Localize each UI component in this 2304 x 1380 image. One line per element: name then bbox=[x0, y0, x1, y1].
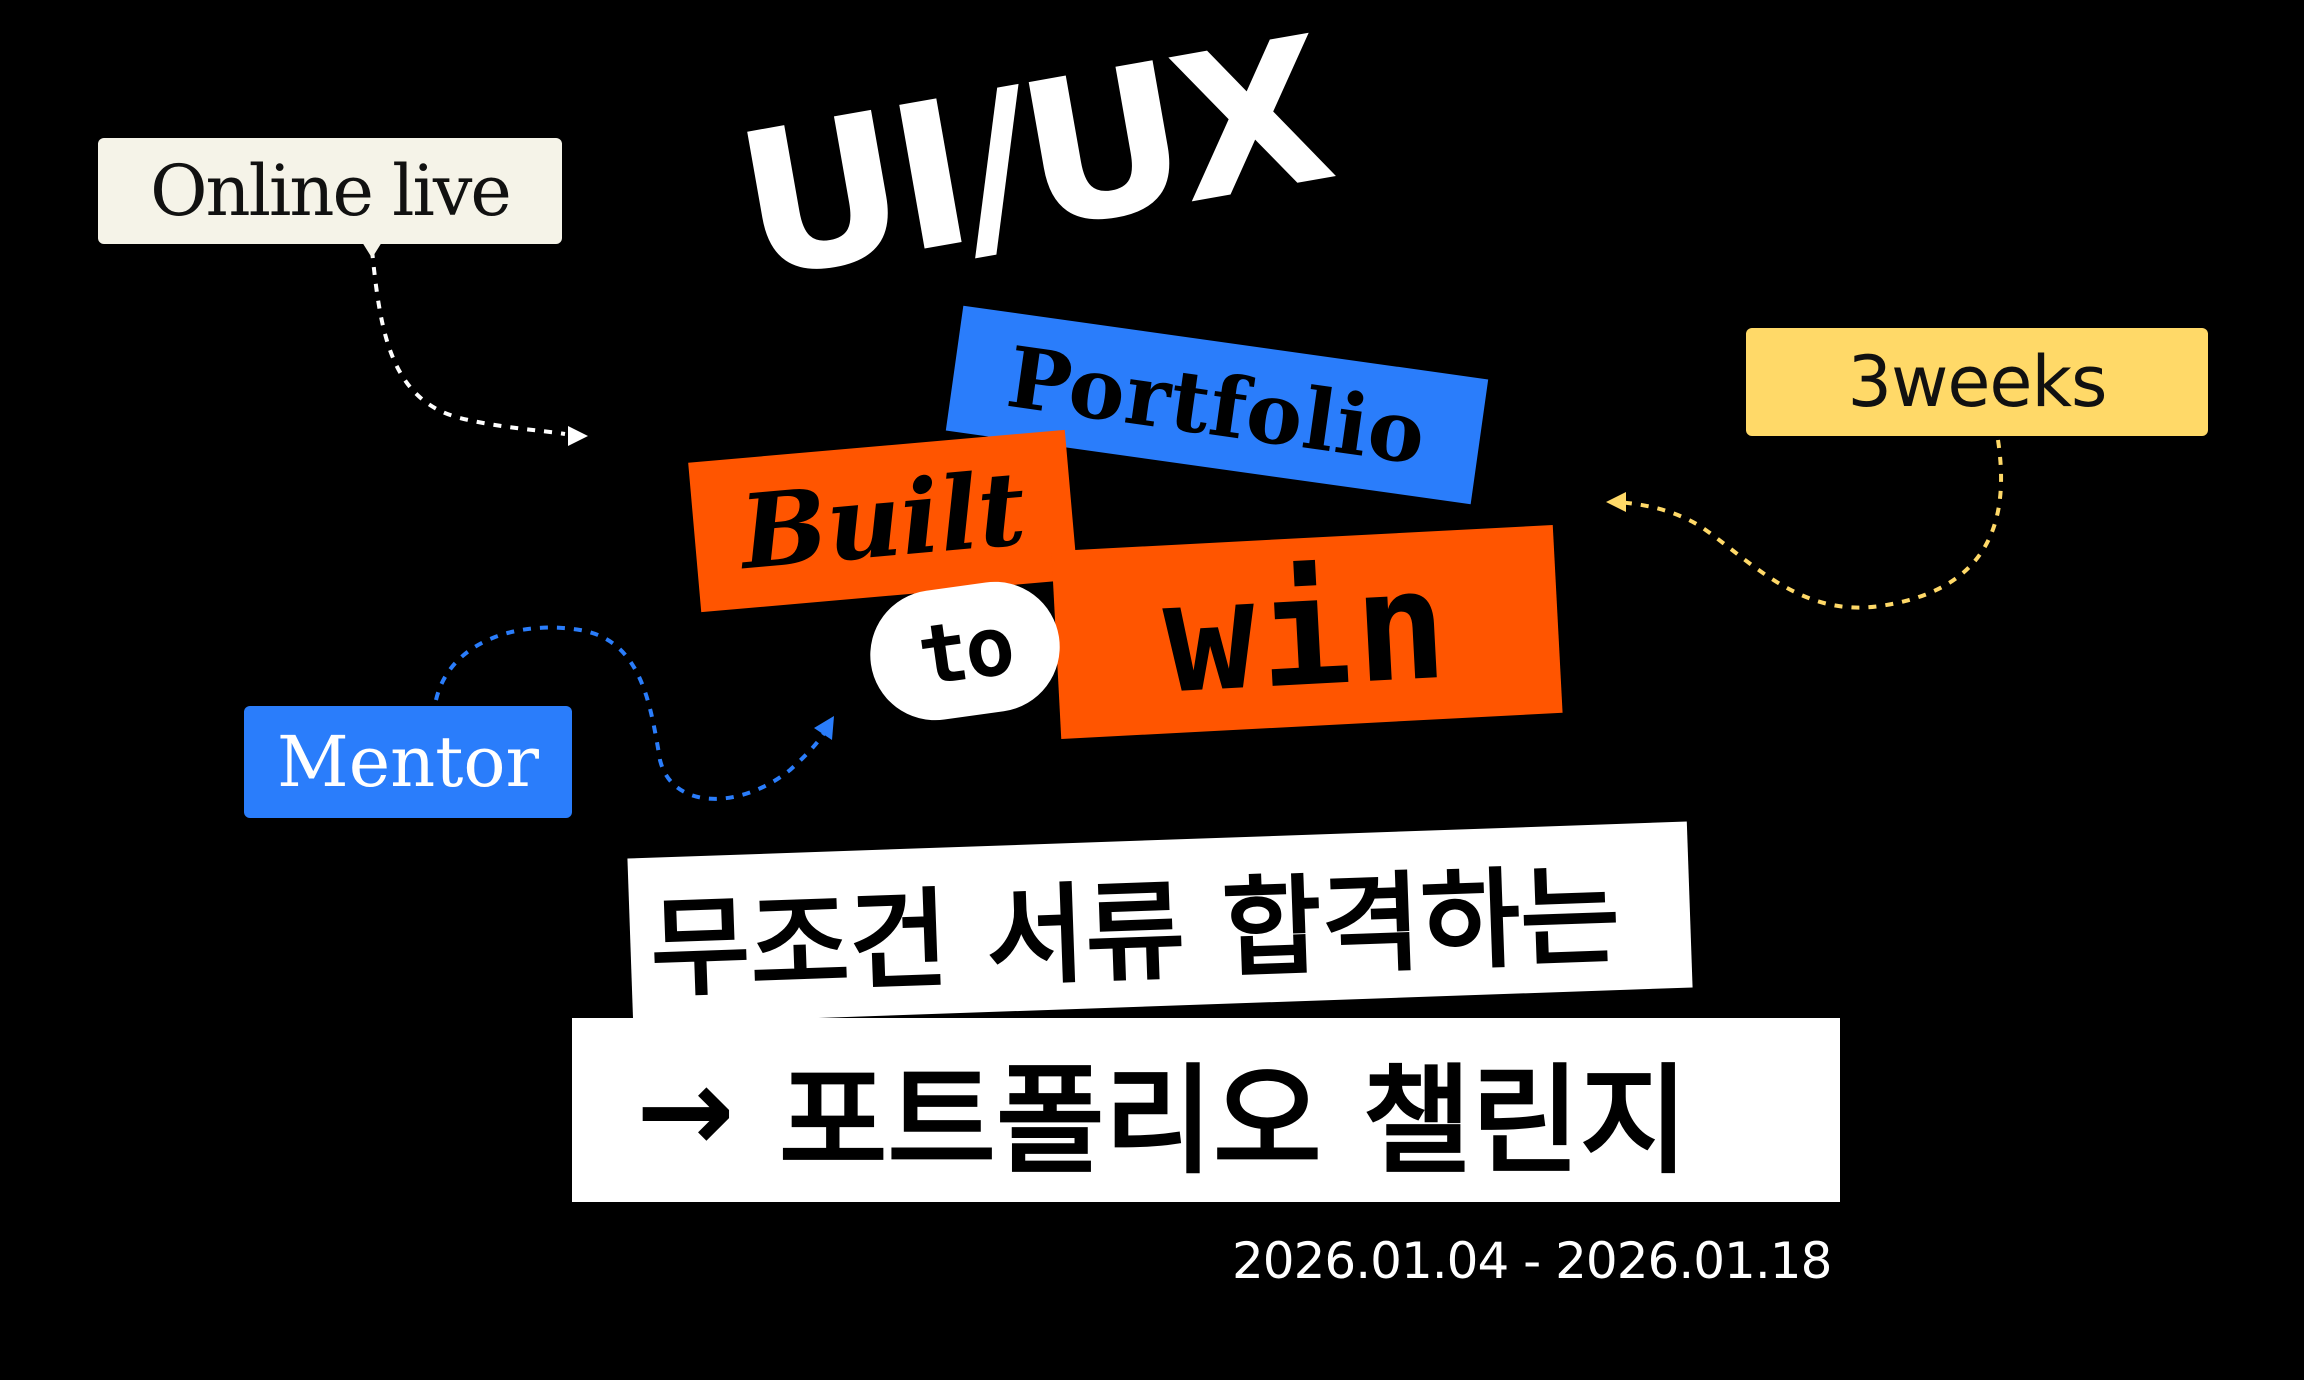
date-range: 2026.01.04 - 2026.01.18 bbox=[1232, 1232, 1832, 1290]
mentor-connector-line bbox=[434, 625, 828, 801]
weeks-connector-arrowhead bbox=[1606, 492, 1626, 512]
mentor-connector-arrowhead bbox=[814, 716, 834, 740]
online-connector-line bbox=[370, 249, 566, 436]
win-label: win bbox=[1159, 535, 1455, 728]
korean-headline-line2-text: 포트폴리오 챌린지 bbox=[778, 1051, 1689, 1190]
three-weeks-tag: 3weeks bbox=[1746, 328, 2208, 436]
online-connector-arrowhead bbox=[568, 426, 588, 446]
online-tail-pointer bbox=[362, 242, 382, 258]
weeks-connector-line bbox=[1617, 439, 2004, 610]
to-label: to bbox=[912, 597, 1018, 705]
arrow-right-icon: → bbox=[636, 1041, 735, 1179]
win-label-box: win bbox=[1051, 524, 1563, 740]
built-label: Built bbox=[735, 448, 1031, 594]
mentor-tag: Mentor bbox=[244, 706, 572, 818]
online-live-tag: Online live bbox=[98, 138, 562, 244]
korean-headline-line2: → 포트폴리오 챌린지 bbox=[572, 1018, 1840, 1202]
